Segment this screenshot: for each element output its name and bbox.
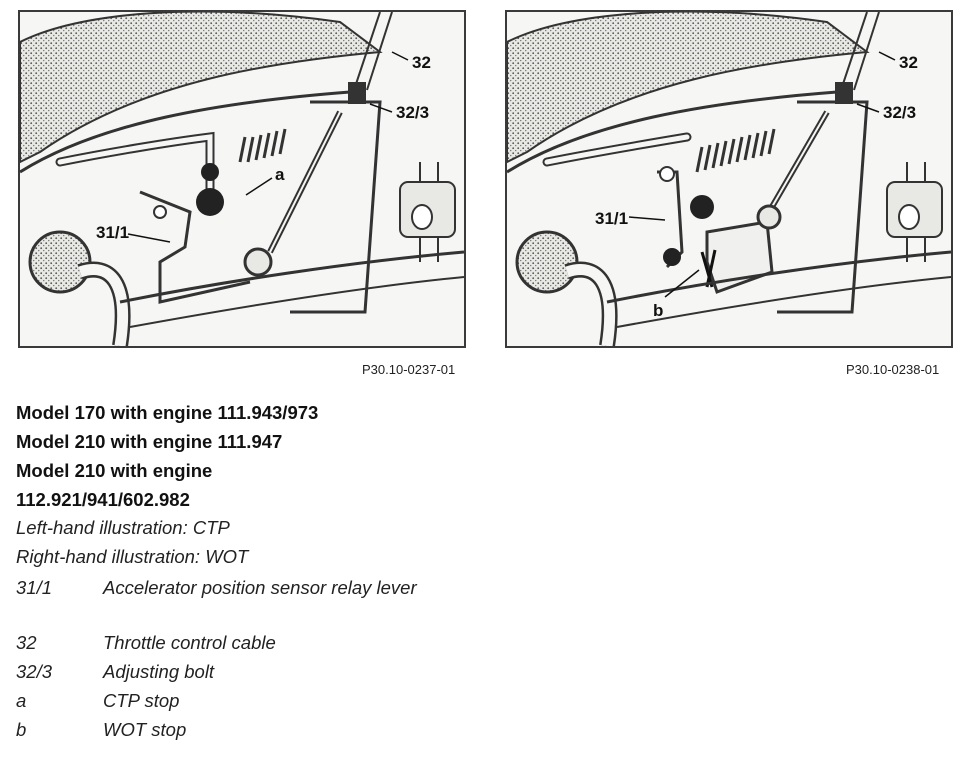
legend-value: Adjusting bolt [103, 661, 215, 682]
label-cable: 32 [412, 53, 431, 72]
label-cable: 32 [899, 53, 918, 72]
label-relay-lever: 31/1 [96, 223, 129, 242]
label-wot-stop: b [653, 301, 663, 320]
legend-key: b [16, 719, 27, 740]
legend-value: Accelerator position sensor relay lever [103, 577, 417, 598]
label-relay-lever: 31/1 [595, 209, 628, 228]
legend-key: 31/1 [16, 577, 53, 598]
heading-model-170: Model 170 with engine 111.943/973 [16, 402, 319, 423]
legend-value: CTP stop [103, 690, 180, 711]
heading-model-210-b: Model 210 with engine [16, 460, 213, 481]
heading-model-210-a: Model 210 with engine 111.947 [16, 431, 283, 452]
note-right-illustration: Right-hand illustration: WOT [16, 546, 249, 567]
legend-key: 32 [16, 632, 37, 653]
legend-value: Throttle control cable [103, 632, 276, 653]
legend-key: a [16, 690, 27, 711]
note-left-illustration: Left-hand illustration: CTP [16, 517, 230, 538]
label-adjusting-bolt: 32/3 [883, 103, 916, 122]
label-ctp-stop: a [275, 165, 285, 184]
figure-code-right: P30.10-0238-01 [846, 362, 940, 377]
heading-engine-numbers: 112.921/941/602.982 [16, 489, 190, 510]
legend-key: 32/3 [16, 661, 53, 682]
legend-value: WOT stop [103, 719, 187, 740]
figure-code-left: P30.10-0237-01 [362, 362, 456, 377]
diagram-throttle-ctp: 32 32/3 31/1 a [20, 12, 464, 346]
label-adjusting-bolt: 32/3 [396, 103, 429, 122]
illustration-ctp: 32 32/3 31/1 a [18, 10, 466, 348]
diagram-throttle-wot: 32 32/3 31/1 b [507, 12, 951, 346]
illustration-wot: 32 32/3 31/1 b [505, 10, 953, 348]
